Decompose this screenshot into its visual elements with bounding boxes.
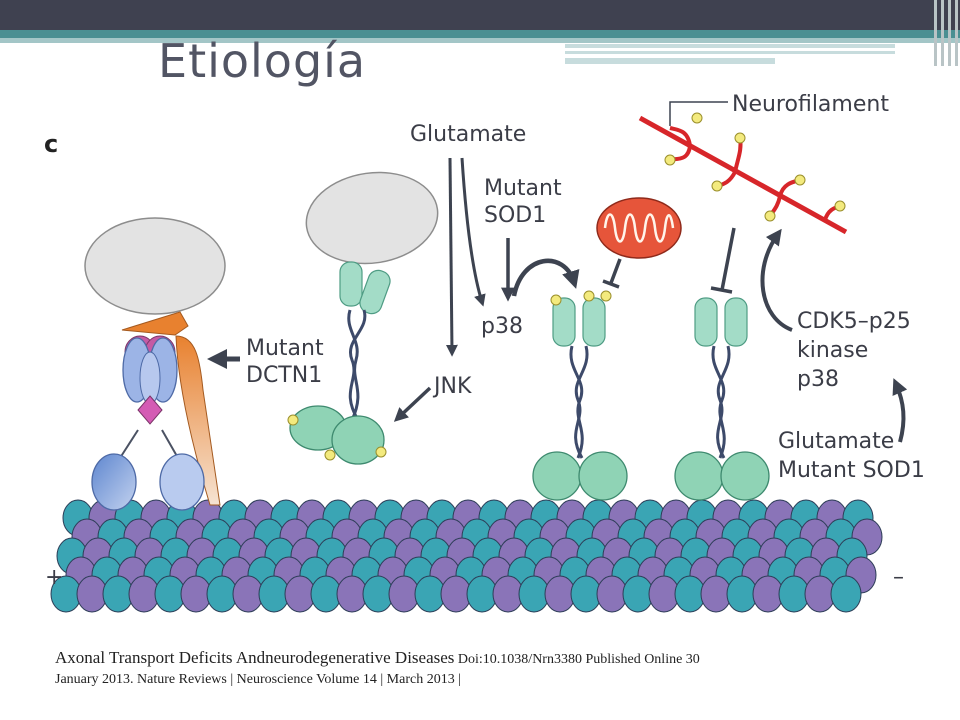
jnk-label: JNK — [432, 374, 472, 399]
dynein-cargo — [84, 217, 226, 315]
accent-stripe — [565, 51, 895, 54]
accent-stripe — [565, 44, 895, 48]
cdk5-to-neurofilament-arrow — [760, 228, 793, 332]
neurofilament-inhibition — [710, 227, 736, 294]
kinesin-right — [674, 297, 770, 501]
axonal-transport-diagram: c + – Mutant DCTN1 Glutamate Mutant — [44, 92, 925, 613]
panel-letter: c — [44, 130, 58, 158]
accent-stripe — [565, 58, 775, 64]
mutant-dctn1-label-2: DCTN1 — [246, 363, 322, 388]
mitochondrion — [596, 197, 682, 259]
cdk5-label-2: kinase — [797, 338, 868, 363]
cdk5-label-3: p38 — [797, 367, 839, 392]
glutamate-to-cdk5-arrow — [892, 378, 908, 443]
neurofilament — [638, 112, 848, 235]
glutamate-sod1-label-2: Mutant SOD1 — [778, 458, 925, 483]
p38-label: p38 — [481, 314, 523, 339]
neurofilament-label-leader — [669, 101, 728, 126]
accent-band — [0, 30, 960, 38]
cdk5-label-1: CDK5–p25 — [797, 309, 911, 334]
corner-bars — [932, 0, 960, 66]
microtubule — [50, 499, 883, 613]
dynactin-arm — [121, 311, 189, 336]
glutamate-to-p38-arrow — [460, 157, 486, 307]
mutant-sod1-label-1: Mutant — [484, 176, 562, 201]
mitochondrion-inhibition — [602, 258, 622, 289]
neurofilament-label: Neurofilament — [732, 92, 889, 117]
accent-band-light — [0, 38, 960, 43]
title-bar — [0, 0, 960, 30]
p38-to-kinesin-arrow — [511, 258, 580, 297]
citation-title: Axonal Transport Deficits Andneurodegene… — [55, 648, 455, 667]
citation-journal: January 2013. Nature Reviews | Neuroscie… — [55, 672, 462, 687]
glutamate-sod1-label-1: Glutamate — [778, 429, 894, 454]
minus-end-label: – — [893, 565, 904, 590]
slide-title: Etiología — [158, 34, 367, 88]
kinesin-middle — [532, 290, 628, 501]
citation-caption: Axonal Transport Deficits Andneurodegene… — [55, 648, 935, 690]
tubulin-subunit — [830, 575, 862, 613]
kinesin-cargo — [305, 171, 439, 265]
dynein-dynactin-complex — [84, 217, 226, 511]
mutant-dctn1-label-1: Mutant — [246, 336, 324, 361]
glutamate-to-jnk-arrow — [445, 157, 458, 357]
jnk-to-kinesin-arrow — [393, 386, 432, 422]
citation-doi: Doi:10.1038/Nrn3380 Published Online 30 — [454, 652, 700, 667]
dynactin-tail — [175, 335, 221, 506]
kinesin-jnk — [287, 171, 439, 465]
mutant-sod1-label-2: SOD1 — [484, 203, 546, 228]
glutamate-label: Glutamate — [410, 122, 526, 147]
plus-end-label: + — [45, 565, 63, 590]
